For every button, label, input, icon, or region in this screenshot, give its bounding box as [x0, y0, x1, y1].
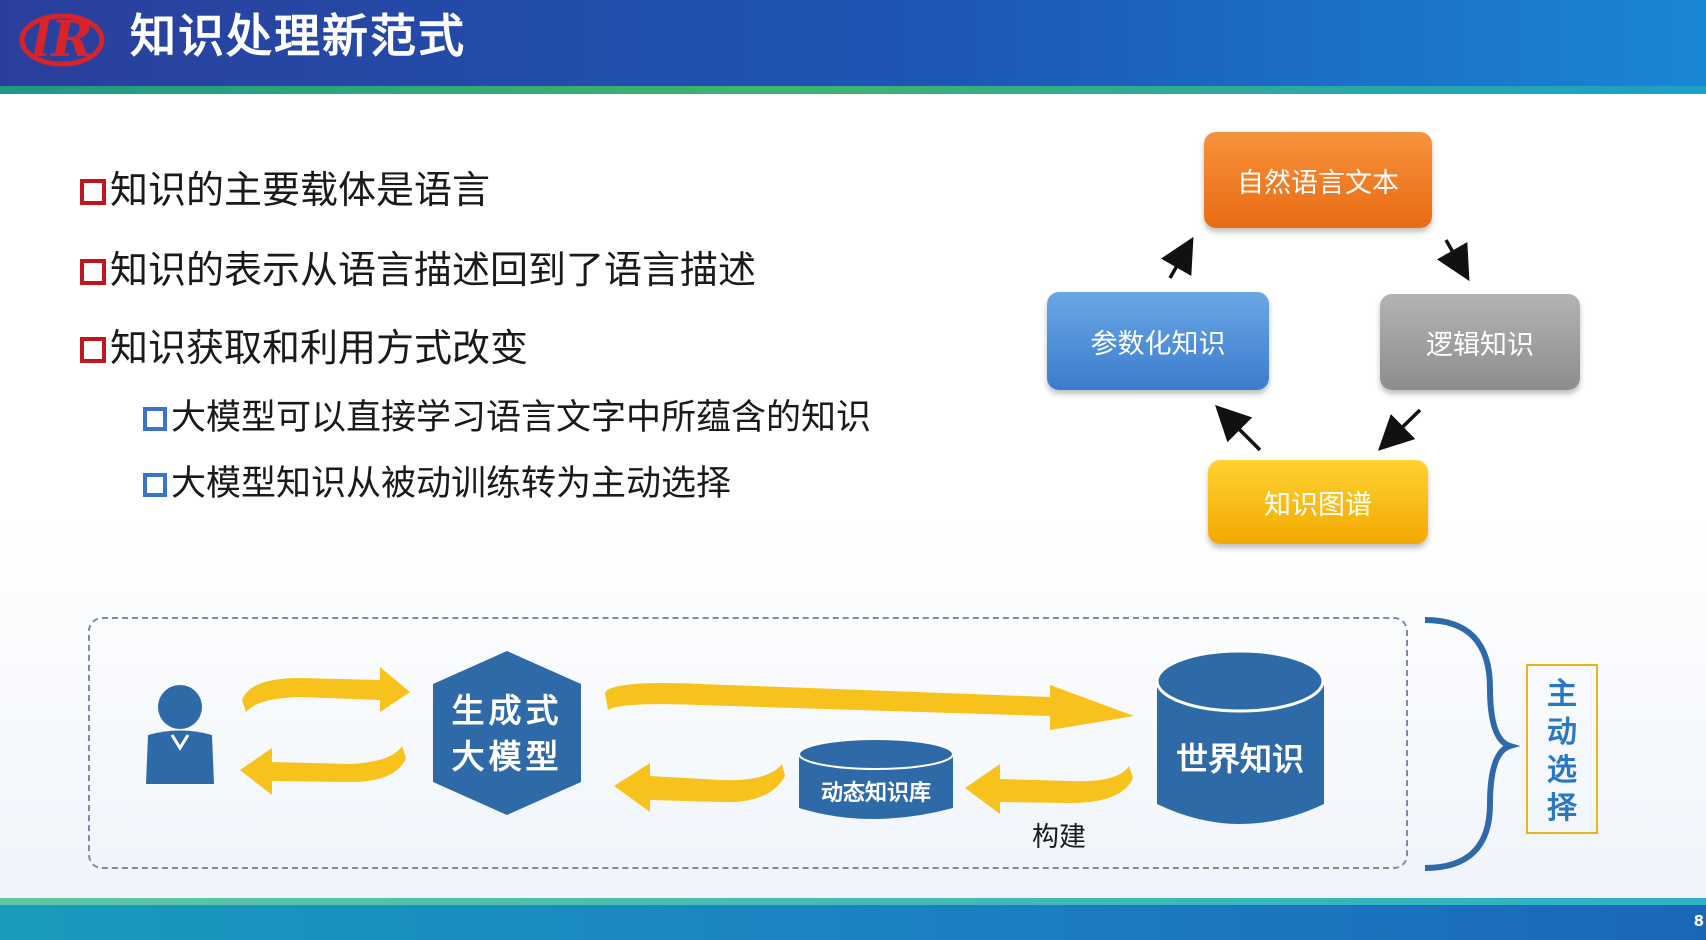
footer-bar: [0, 905, 1706, 940]
page-title: 知识处理新范式: [130, 9, 466, 63]
bullet-text: 知识的表示从语言描述回到了语言描述: [110, 248, 757, 292]
model-label-line2: 大模型: [451, 737, 563, 776]
bullet-item: 知识的主要载体是语言: [80, 168, 490, 212]
cycle-node-label: 自然语言文本: [1237, 167, 1399, 199]
sub-bullet-item: 大模型可以直接学习语言文字中所蕴含的知识: [143, 396, 871, 440]
cycle-node-natural-language-text: 自然语言文本: [1204, 132, 1432, 228]
model-label-line1: 生成式: [451, 691, 563, 730]
cycle-node-label: 参数化知识: [1090, 328, 1226, 360]
red-square-icon: [80, 259, 106, 285]
sub-bullet-text: 大模型可以直接学习语言文字中所蕴含的知识: [171, 398, 872, 438]
generative-model-label: 生成式 大模型: [440, 688, 574, 780]
active-selection-box: 主动选择: [1526, 664, 1598, 834]
cycle-node-knowledge-graph: 知识图谱: [1208, 460, 1428, 544]
cycle-node-label: 逻辑知识: [1426, 329, 1534, 361]
bullet-item: 知识的表示从语言描述回到了语言描述: [80, 248, 756, 292]
red-square-icon: [80, 179, 106, 205]
page-number: 8: [1693, 912, 1704, 930]
bullet-text: 知识获取和利用方式改变: [110, 326, 529, 370]
cycle-node-logic-knowledge: 逻辑知识: [1380, 294, 1580, 390]
svg-text:lR: lR: [32, 9, 93, 68]
blue-square-icon: [143, 407, 167, 431]
sub-bullet-item: 大模型知识从被动训练转为主动选择: [143, 462, 731, 506]
dynamic-kb-label: 动态知识库: [820, 781, 931, 806]
blue-square-icon: [143, 473, 167, 497]
cycle-node-parametric-knowledge: 参数化知识: [1047, 292, 1269, 390]
flow-frame: [88, 617, 1408, 869]
build-label: 构建: [1032, 822, 1086, 853]
logo-icon: lR: [19, 9, 105, 68]
header-bar: [0, 0, 1706, 90]
world-knowledge-label: 世界知识: [1175, 740, 1304, 778]
sub-bullet-text: 大模型知识从被动训练转为主动选择: [171, 464, 732, 504]
bullet-text: 知识的主要载体是语言: [110, 168, 491, 212]
header-accent-line: [0, 86, 1706, 94]
active-selection-label: 主动选择: [1547, 677, 1577, 826]
red-square-icon: [80, 337, 106, 363]
footer-accent-line: [0, 898, 1706, 905]
bullet-item: 知识获取和利用方式改变: [80, 326, 528, 370]
curly-brace-icon: [1424, 617, 1521, 871]
cycle-node-label: 知识图谱: [1264, 489, 1372, 521]
